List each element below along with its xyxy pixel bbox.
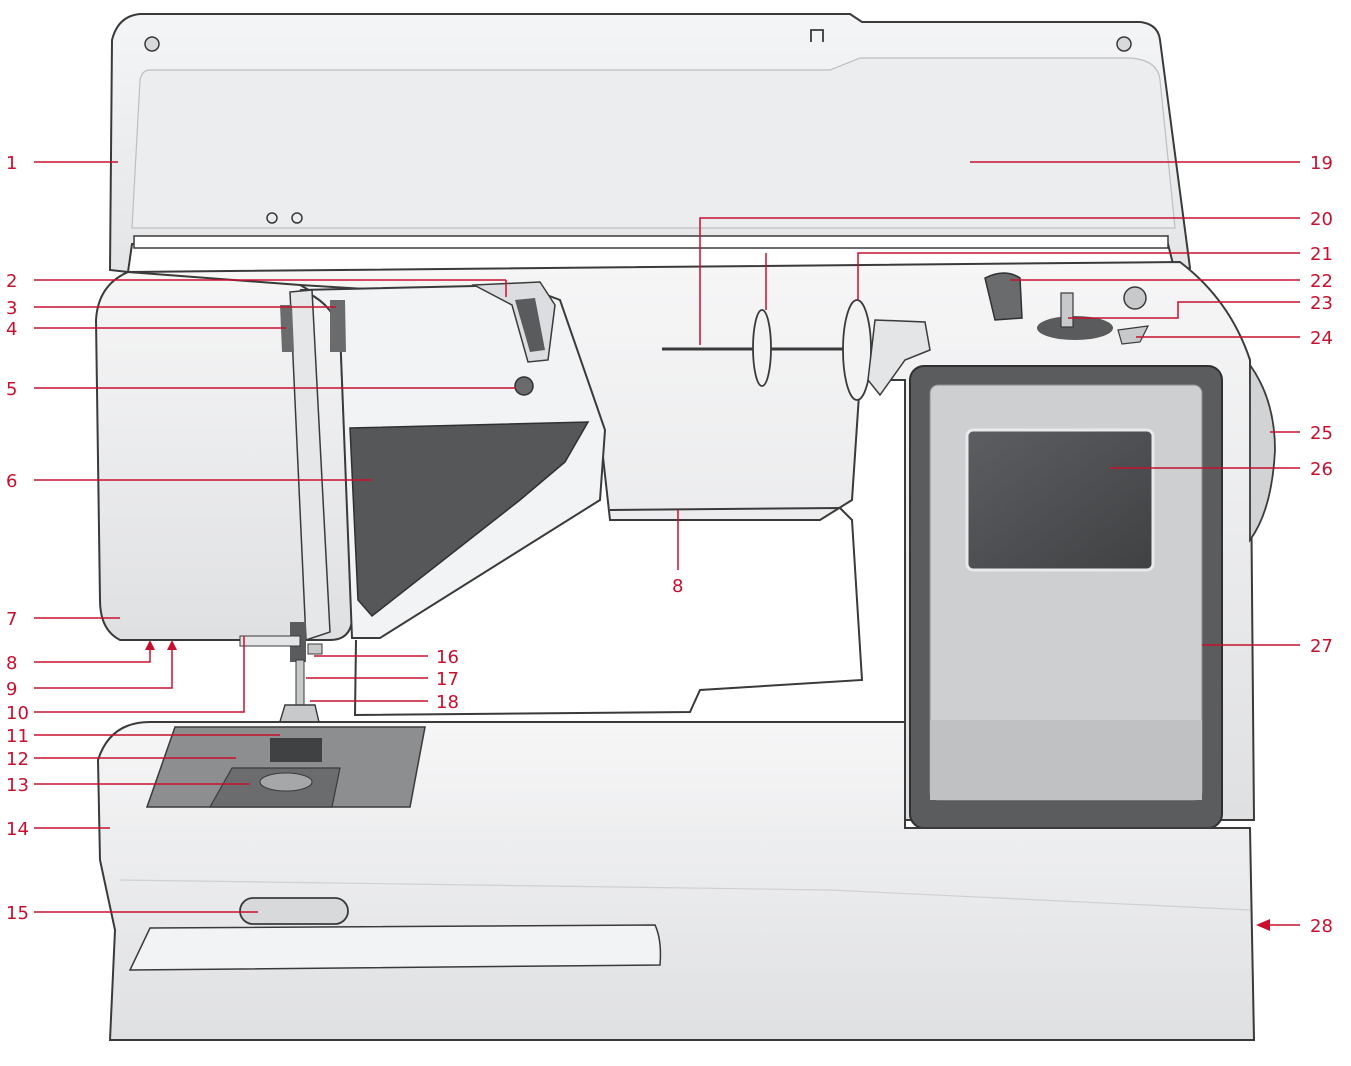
callout-21: 21 [1310,244,1333,265]
callout-1: 1 [6,153,17,174]
callout-2: 2 [6,271,17,292]
presser-foot-bar [239,635,301,647]
screen-lower-band [930,720,1202,800]
callout-24: 24 [1310,328,1333,349]
arrow-28 [1256,919,1270,931]
feed-dogs [270,738,322,762]
callout-15: 15 [6,903,29,924]
base-front-edge [119,879,1251,911]
needle-threader-lever [330,300,346,352]
arrow-9 [167,640,177,650]
thread-tension-knob [514,376,534,396]
callout-14: 14 [6,819,29,840]
bobbin-winder-recess [1037,316,1113,340]
callout-25: 25 [1310,423,1333,444]
callout-3: 3 [6,298,17,319]
callout-19: 19 [1310,153,1333,174]
thread-tension-slot [515,298,545,352]
callout-8-left: 8 [6,653,17,674]
bobbin-lever [239,897,349,925]
needle-threader-hook [307,643,323,655]
lid-screw-left [144,36,160,52]
handwheel [1249,362,1276,543]
lid-hole [266,212,278,224]
callout-23: 23 [1310,293,1333,314]
needle-clamp [295,659,305,711]
leader-9 [34,645,173,689]
lid-screw-right [1116,36,1132,52]
bobbin-spool-pin [1123,286,1147,310]
callout-18: 18 [436,692,459,713]
callout-12: 12 [6,749,29,770]
callout-20: 20 [1310,209,1333,230]
leader-10 [34,636,245,713]
spool-cap-small [752,309,772,387]
arm-underside [353,506,864,717]
callout-4: 4 [6,319,17,340]
callout-11: 11 [6,726,29,747]
spool-holder-bracket [867,319,931,397]
callout-10: 10 [6,703,29,724]
lid-handle-icon [810,29,824,42]
head-side-strip [289,289,331,642]
lid-hole [291,212,303,224]
callout-17: 17 [436,669,459,690]
bobbin-thread-guide [984,272,1023,321]
arrow-8a [145,640,155,650]
callout-16: 16 [436,647,459,668]
callout-22: 22 [1310,271,1333,292]
callout-28: 28 [1310,916,1333,937]
leader-20 [699,217,1300,345]
lid-hinge-strip [133,235,1169,249]
dark-panel [349,421,590,618]
stitch-plate [145,726,426,808]
callout-27: 27 [1310,636,1333,657]
callout-13: 13 [6,775,29,796]
leader-23 [1068,301,1300,319]
threading-slot [280,305,294,352]
callout-5: 5 [6,379,17,400]
leader-21 [857,252,1300,300]
callout-26: 26 [1310,459,1333,480]
callout-9: 9 [6,679,17,700]
bobbin-spindle [1060,292,1074,328]
bobbin-winder-cutter [1117,325,1150,345]
screen-display [965,428,1155,572]
leader-8a [34,645,151,663]
lid-inner-panel [131,57,1176,229]
spool-cap-large [842,299,872,401]
bobbin-cover-button [259,772,313,792]
leader-lines [34,161,1300,931]
callout-6: 6 [6,471,17,492]
callout-7: 7 [6,609,17,630]
callout-numbers: 1 2 3 4 5 6 7 8 9 10 11 12 13 14 15 16 1… [6,153,1333,937]
machine-illustration [94,13,1276,1041]
base-extension [128,924,662,971]
callout-8-center: 8 [672,576,683,597]
